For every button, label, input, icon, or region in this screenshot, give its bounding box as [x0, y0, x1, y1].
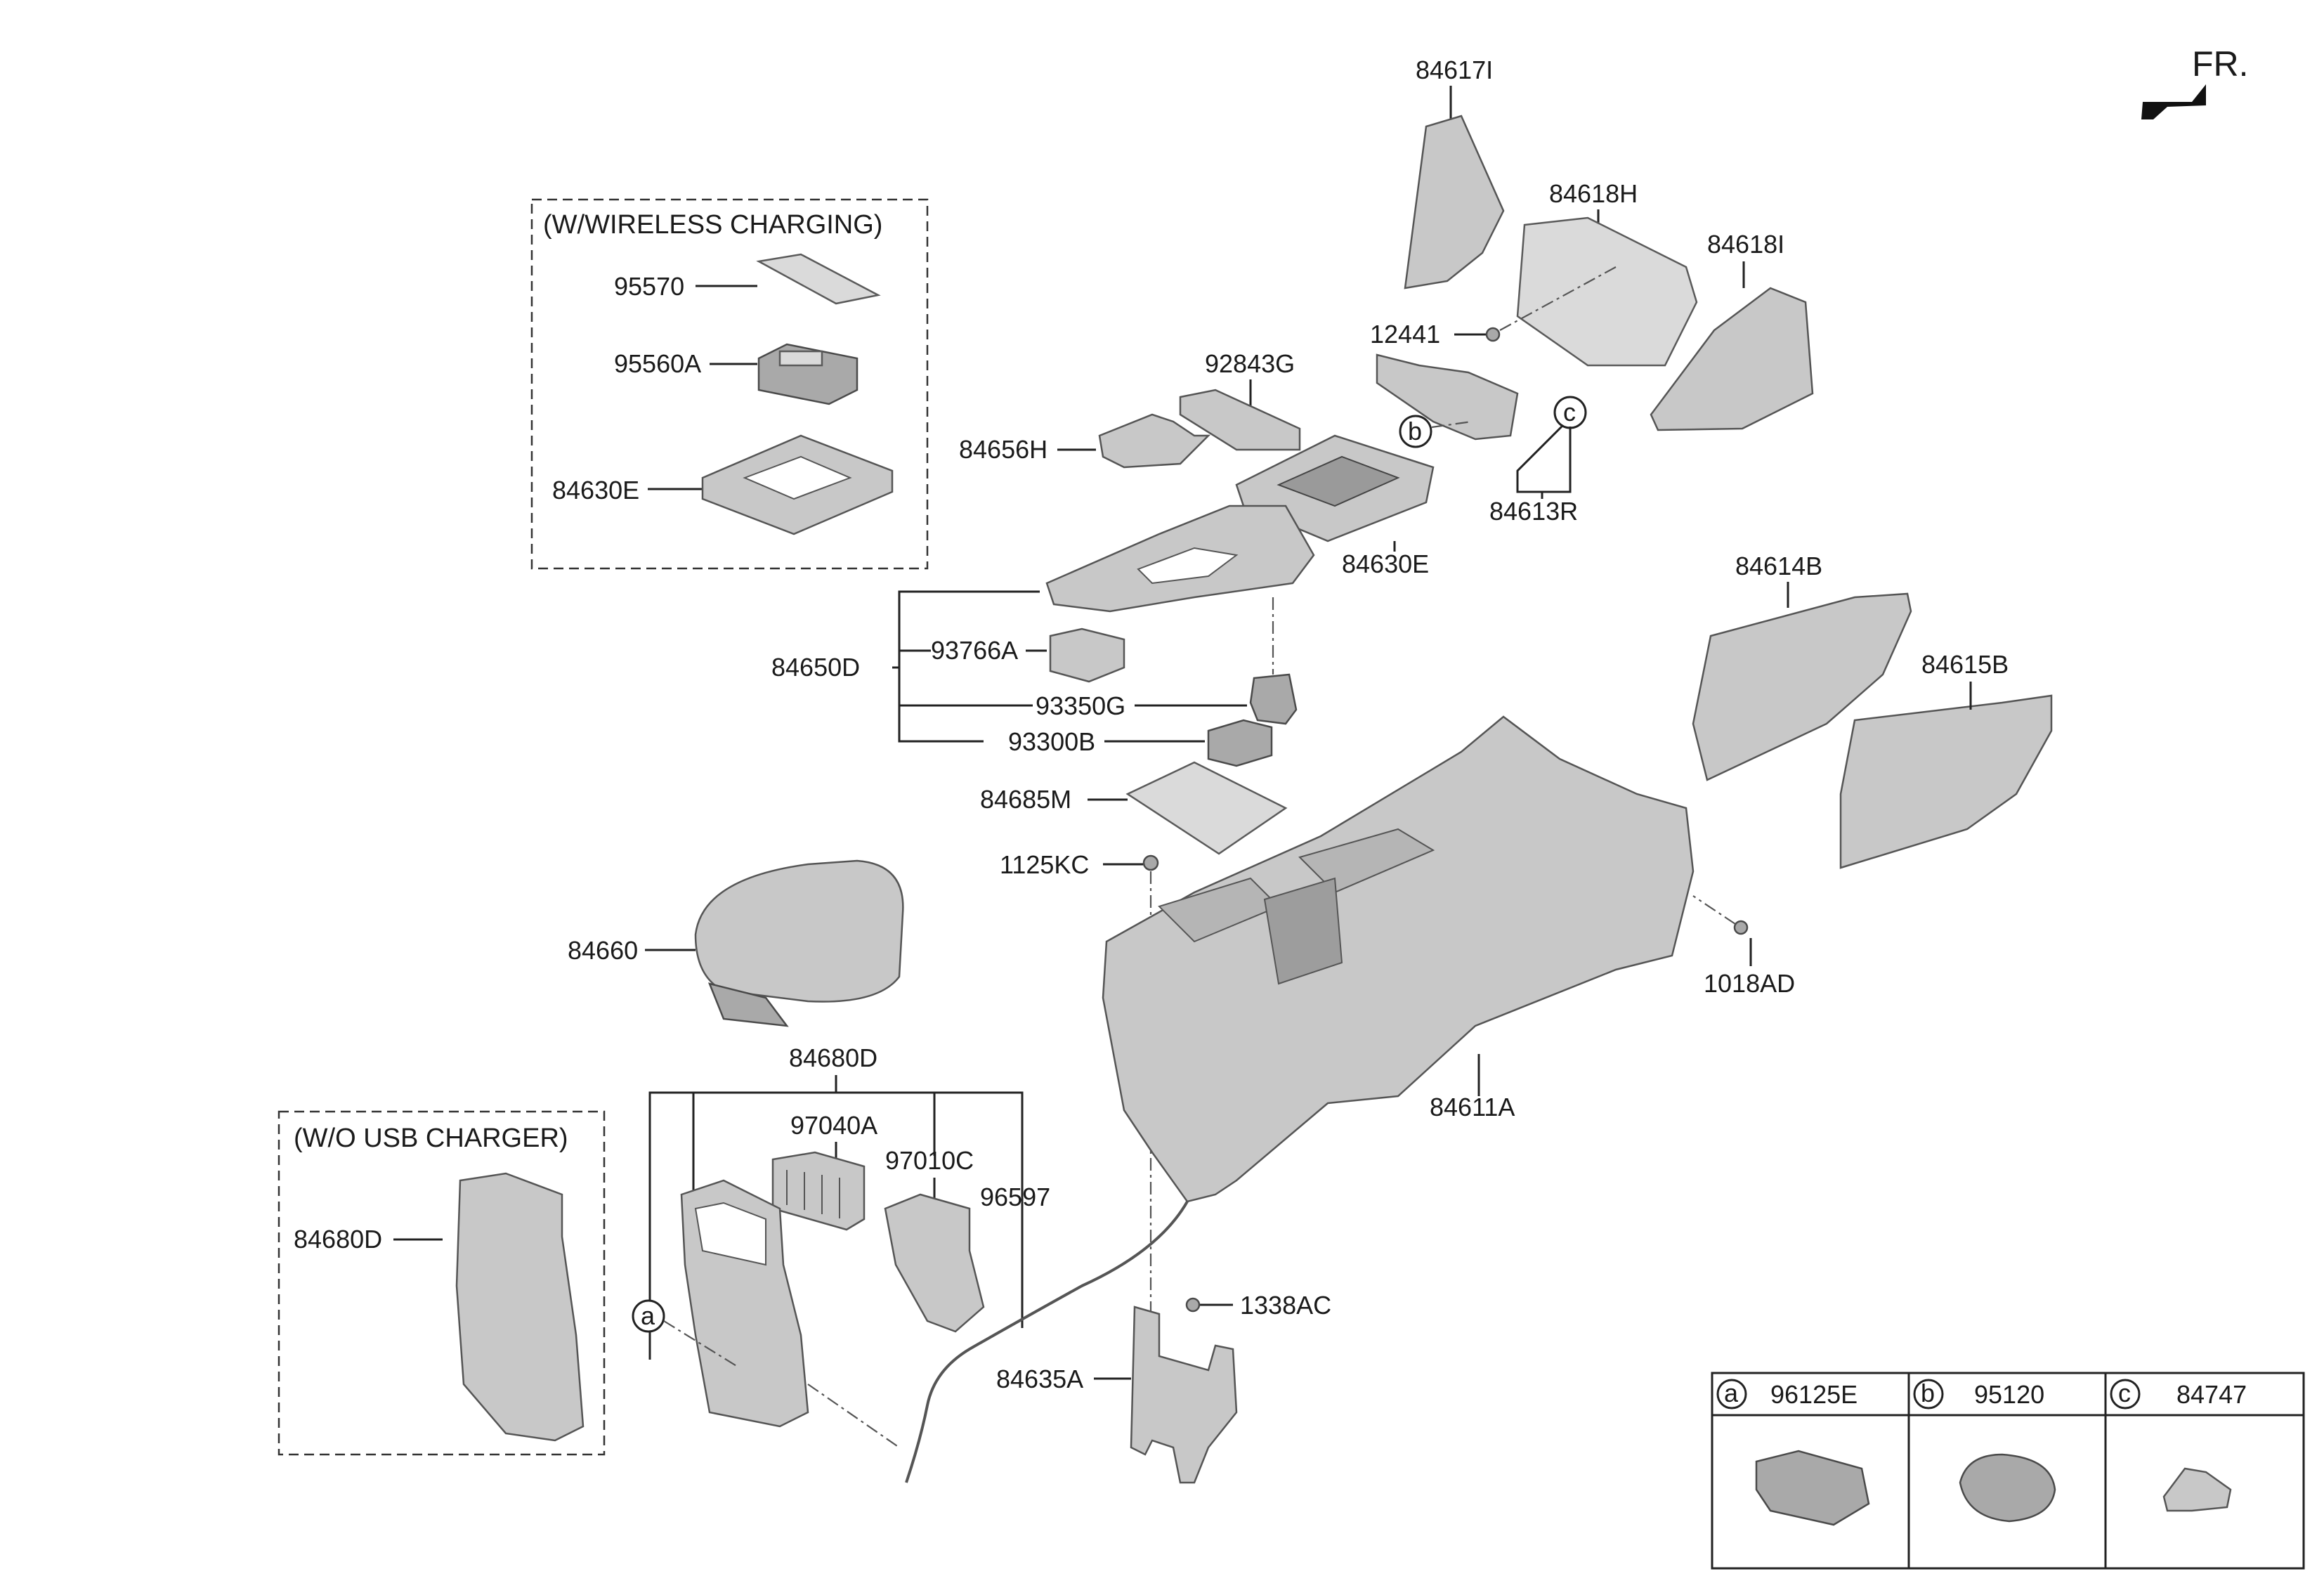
- main-console-84611A[interactable]: [1102, 715, 1695, 1203]
- label-12441: 12441: [1370, 320, 1440, 349]
- console-body: 84611A 84614B 84615B 1018AD: [1102, 552, 2053, 1203]
- shift-knob-93350G[interactable]: [1249, 673, 1298, 725]
- bracket-84613R[interactable]: [1376, 353, 1519, 441]
- label-84630E-box: 84630E: [552, 476, 639, 505]
- legend-a-letter: a: [1724, 1379, 1739, 1407]
- label-84685M: 84685M: [980, 785, 1071, 814]
- console-panel-group: 84650D 93766A 93350G 93300B 84685M 1125K…: [771, 505, 1315, 1391]
- rear-cover-84680D-no-usb[interactable]: [455, 1172, 585, 1442]
- garnish-84617I[interactable]: [1404, 115, 1505, 289]
- trim-84656H[interactable]: [1098, 413, 1211, 469]
- switch-93766A[interactable]: [1049, 627, 1125, 683]
- label-84660: 84660: [568, 936, 638, 965]
- label-95560A: 95560A: [614, 349, 701, 378]
- label-84635A: 84635A: [996, 1365, 1083, 1393]
- callout-c: c: [1563, 398, 1576, 427]
- label-84614B: 84614B: [1735, 552, 1822, 580]
- rear-group: 84680D 97040A 97010C 96597 a 1338AC 8463…: [632, 1043, 1331, 1484]
- cover-84618I[interactable]: [1650, 287, 1814, 431]
- screw-12441[interactable]: [1485, 327, 1501, 342]
- power-outlet-95120-icon[interactable]: [1959, 1453, 2056, 1523]
- armrest-84660[interactable]: [694, 859, 904, 1003]
- front-direction-indicator: FR.: [2141, 44, 2249, 119]
- label-97040A: 97040A: [790, 1111, 877, 1140]
- armrest-hinge: [707, 982, 789, 1027]
- mat-84685M[interactable]: [1125, 761, 1288, 855]
- front-arrow-icon: [2141, 84, 2206, 119]
- upper-parts: 84617I 84618H 84618I 12441 b c 84613R 92…: [959, 56, 1814, 578]
- label-84611A: 84611A: [1430, 1093, 1515, 1121]
- duct-97010C[interactable]: [884, 1193, 985, 1333]
- label-92843G: 92843G: [1205, 349, 1295, 378]
- label-93300B: 93300B: [1008, 727, 1095, 756]
- legend-b-letter: b: [1921, 1379, 1935, 1407]
- screw-1338AC[interactable]: [1185, 1297, 1201, 1313]
- wiring-96597[interactable]: [905, 1201, 1189, 1483]
- legend-c-part: 84747: [2176, 1380, 2247, 1409]
- label-93350G: 93350G: [1036, 691, 1125, 720]
- callout-a-circle: [632, 1299, 665, 1333]
- legend-a-part: 96125E: [1770, 1380, 1858, 1409]
- label-84630E: 84630E: [1342, 549, 1429, 578]
- label-96597: 96597: [980, 1183, 1050, 1211]
- bolt-1125KC[interactable]: [1142, 854, 1159, 871]
- label-84650D: 84650D: [771, 653, 860, 682]
- callout-a: a: [641, 1301, 655, 1330]
- clip-84747-icon[interactable]: [2162, 1467, 2232, 1512]
- bolt-1018AD[interactable]: [1733, 920, 1749, 935]
- wireless-box-title: (W/WIRELESS CHARGING): [543, 210, 882, 240]
- label-97010C: 97010C: [885, 1146, 974, 1175]
- label-1018AD: 1018AD: [1704, 969, 1795, 998]
- usb-charger-96125E-icon[interactable]: [1755, 1450, 1870, 1526]
- callout-b-circle: [1399, 415, 1432, 448]
- charging-pad-95570[interactable]: [756, 253, 881, 305]
- bracket-84635A[interactable]: [1130, 1306, 1238, 1484]
- label-84613R: 84613R: [1489, 497, 1578, 526]
- usb-charger-box: (W/O USB CHARGER) 84680D: [278, 1110, 606, 1456]
- label-84680D-box: 84680D: [294, 1225, 382, 1254]
- armrest-group: 84660: [568, 859, 904, 1027]
- label-84680D: 84680D: [789, 1043, 877, 1072]
- module-93300B[interactable]: [1207, 719, 1273, 767]
- label-95570: 95570: [614, 272, 684, 301]
- label-84618H: 84618H: [1549, 179, 1638, 208]
- label-93766A: 93766A: [931, 636, 1018, 665]
- front-label: FR.: [2192, 44, 2249, 84]
- panel-92843G[interactable]: [1179, 389, 1301, 451]
- label-1125KC: 1125KC: [1000, 850, 1089, 879]
- label-84615B: 84615B: [1921, 650, 2009, 679]
- side-cover-84615B[interactable]: [1839, 694, 2053, 869]
- callout-b: b: [1408, 417, 1422, 445]
- legend-table: a 96125E b 95120 c 84747: [1711, 1372, 2305, 1570]
- usb-box-title: (W/O USB CHARGER): [294, 1124, 568, 1153]
- label-84656H: 84656H: [959, 435, 1047, 464]
- bracket-84618H[interactable]: [1516, 216, 1698, 367]
- side-cover-84614B[interactable]: [1692, 592, 1912, 781]
- wireless-charging-box: (W/WIRELESS CHARGING) 95570 95560A 84630…: [530, 198, 929, 570]
- label-84618I: 84618I: [1707, 230, 1784, 259]
- legend-c-letter: c: [2118, 1379, 2131, 1407]
- legend-b-part: 95120: [1974, 1380, 2044, 1409]
- label-1338AC: 1338AC: [1240, 1291, 1331, 1320]
- label-84617I: 84617I: [1416, 56, 1493, 84]
